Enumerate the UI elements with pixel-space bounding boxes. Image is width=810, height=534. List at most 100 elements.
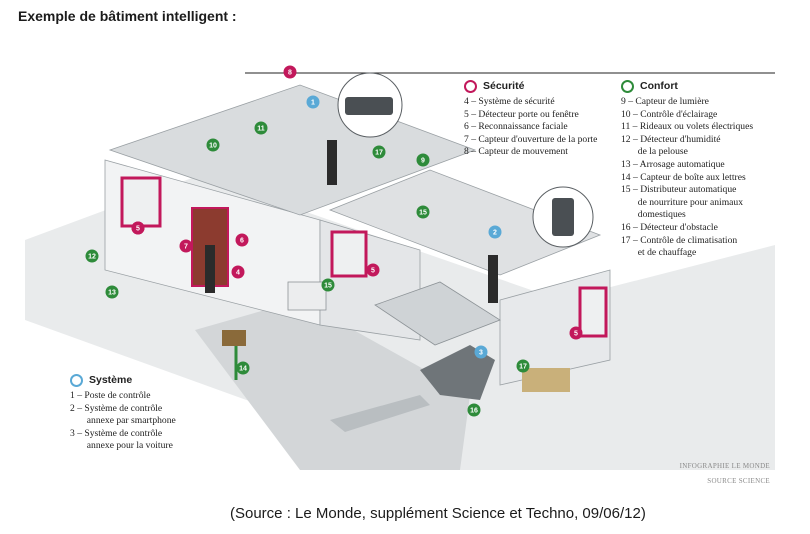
badge-securite-6: 6	[235, 233, 249, 247]
badge-label: 6	[240, 238, 244, 245]
badge-confort-17: 17	[516, 359, 530, 373]
path-stones	[330, 395, 430, 432]
badge-label: 1	[311, 100, 315, 107]
phone-icon	[552, 198, 574, 236]
badge-circle	[231, 265, 245, 279]
badge-label: 11	[257, 126, 265, 133]
badge-label: 12	[88, 254, 96, 261]
badge-label: 2	[493, 230, 497, 237]
legend-confort-item: 15 – Distributeur automatique	[621, 184, 737, 196]
router-icon	[345, 97, 393, 115]
badge-label: 9	[421, 158, 425, 165]
badge-layer: 12345555678910111213141515161717	[85, 65, 583, 417]
badge-label: 17	[519, 364, 527, 371]
badge-label: 14	[239, 366, 247, 373]
legend-systeme: Système 1 – Poste de contrôle 2 – Systèm…	[70, 374, 176, 453]
window-annex	[578, 286, 608, 338]
badge-securite-5: 5	[131, 221, 145, 235]
legend-confort-item: 10 – Contrôle d'éclairage	[621, 108, 718, 120]
legend-confort-item: de la pelouse	[621, 146, 688, 158]
climate-unit	[522, 368, 570, 392]
badge-circle	[254, 121, 268, 135]
legend-confort-item: 11 – Rideaux ou volets électriques	[621, 121, 754, 133]
legend-confort-item: 16 – Détecteur d'obstacle	[621, 221, 718, 233]
legend-securite: Sécurité 4 – Système de sécurité 5 – Dét…	[464, 80, 597, 159]
badge-systeme-3: 3	[474, 345, 488, 359]
badge-securite-8: 8	[283, 65, 297, 79]
badge-circle	[85, 249, 99, 263]
kennel	[287, 281, 327, 311]
badge-circle	[474, 345, 488, 359]
badge-circle	[321, 278, 335, 292]
badge-confort-11: 11	[254, 121, 268, 135]
badge-securite-7: 7	[179, 239, 193, 253]
legend-confort: Confort 9 – Capteur de lumière 10 – Cont…	[621, 80, 753, 260]
badge-circle	[516, 359, 530, 373]
badge-label: 5	[136, 226, 140, 233]
window-left	[120, 176, 162, 228]
living-floor	[328, 169, 602, 276]
badge-circle	[569, 326, 583, 340]
legend-systeme-item: annexe par smartphone	[70, 415, 176, 427]
legend-confort-item: 13 – Arrosage automatique	[621, 158, 725, 170]
legend-securite-item: 8 – Capteur de mouvement	[464, 146, 568, 158]
badge-circle	[206, 138, 220, 152]
window-right	[330, 230, 368, 278]
legend-systeme-header: Système	[70, 374, 176, 387]
legend-securite-item: 6 – Reconnaissance faciale	[464, 121, 568, 133]
badge-label: 17	[375, 150, 383, 157]
legend-systeme-title: Système	[89, 374, 133, 387]
carport-roof	[374, 281, 501, 346]
badge-label: 16	[470, 408, 478, 415]
driveway	[195, 300, 470, 470]
badge-securite-5: 5	[569, 326, 583, 340]
badge-circle	[416, 205, 430, 219]
legend-securite-item: 4 – Système de sécurité	[464, 96, 555, 107]
legend-systeme-item: 2 – Système de contrôle	[70, 402, 163, 414]
badge-circle	[488, 225, 502, 239]
badge-confort-12: 12	[85, 249, 99, 263]
badge-circle	[179, 239, 193, 253]
badge-confort-14: 14	[236, 361, 250, 375]
badge-circle	[236, 361, 250, 375]
legend-systeme-item: 1 – Poste de contrôle	[70, 390, 151, 401]
legend-confort-title: Confort	[640, 80, 678, 93]
securite-ring-icon	[464, 80, 477, 93]
systeme-ring-icon	[70, 374, 83, 387]
legend-confort-item: 12 – Détecteur d'humidité	[621, 133, 721, 145]
badge-confort-13: 13	[105, 285, 119, 299]
badge-circle	[235, 233, 249, 247]
badge-circle	[467, 403, 481, 417]
badge-circle	[306, 95, 320, 109]
badge-confort-15: 15	[321, 278, 335, 292]
badge-confort-10: 10	[206, 138, 220, 152]
source-caption: (Source : Le Monde, supplément Science e…	[230, 505, 646, 522]
badge-label: 4	[236, 270, 240, 277]
badge-label: 13	[108, 290, 116, 297]
person-door	[205, 245, 215, 293]
badge-circle	[131, 221, 145, 235]
badge-circle	[416, 153, 430, 167]
badge-label: 3	[479, 350, 483, 357]
badge-label: 5	[574, 331, 578, 338]
badge-securite-4: 4	[231, 265, 245, 279]
badge-confort-15: 15	[416, 205, 430, 219]
credit-source: SOURCE SCIENCE	[707, 477, 770, 485]
badge-label: 5	[371, 268, 375, 275]
legend-securite-header: Sécurité	[464, 80, 597, 93]
legend-securite-title: Sécurité	[483, 80, 525, 93]
badge-label: 15	[419, 210, 427, 217]
person-living	[488, 255, 498, 303]
badge-label: 15	[324, 283, 332, 290]
badge-securite-5: 5	[366, 263, 380, 277]
legend-confort-item: et de chauffage	[621, 247, 697, 259]
legend-confort-item: 17 – Contrôle de climatisation	[621, 234, 738, 246]
badge-confort-9: 9	[416, 153, 430, 167]
credit-infographie: INFOGRAPHIE LE MONDE	[679, 462, 770, 470]
page-title: Exemple de bâtiment intelligent :	[18, 8, 237, 24]
car	[420, 345, 495, 400]
legend-confort-item: 14 – Capteur de boîte aux lettres	[621, 171, 746, 183]
badge-label: 7	[184, 244, 188, 251]
legend-securite-item: 5 – Détecteur porte ou fenêtre	[464, 108, 579, 120]
